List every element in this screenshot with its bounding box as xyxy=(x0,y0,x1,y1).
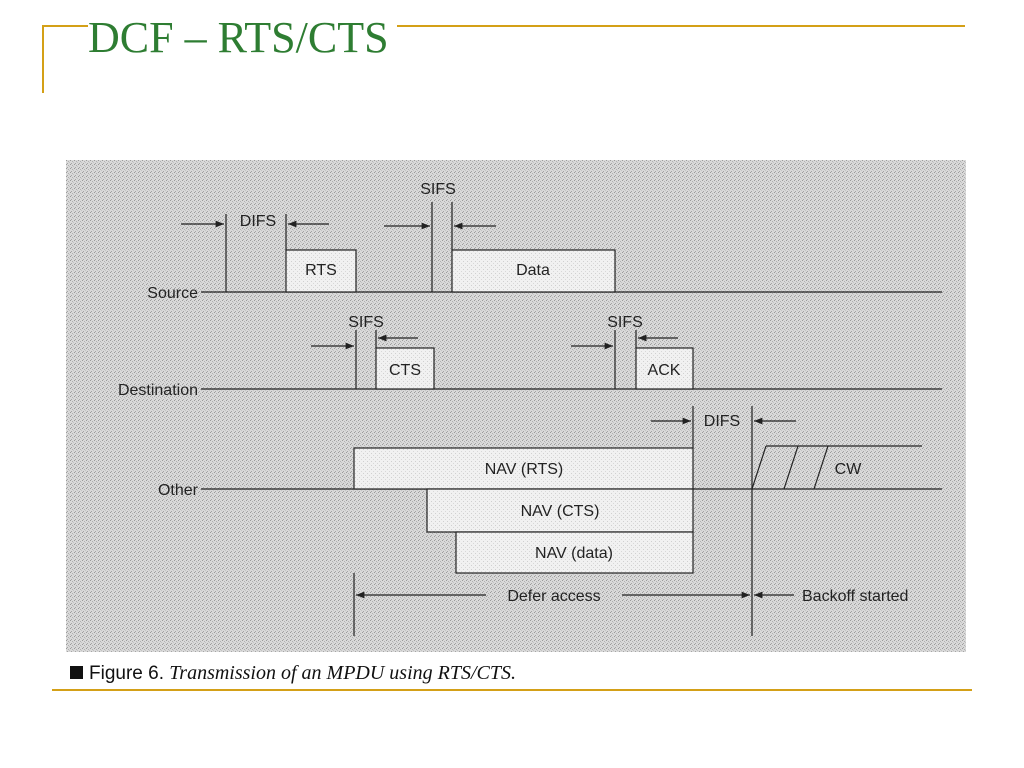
ack-frame xyxy=(635,347,694,390)
nav-rts-bar xyxy=(353,447,694,490)
cw-label: CW xyxy=(835,461,863,478)
sifs-ack-label: SIFS xyxy=(607,314,643,331)
cts-label: CTS xyxy=(389,362,421,379)
figure-background xyxy=(66,160,966,652)
backoff-started-label: Backoff started xyxy=(802,588,908,605)
slide-title: DCF – RTS/CTS xyxy=(88,13,397,63)
cw-slot-1 xyxy=(751,445,767,490)
rts-frame xyxy=(285,249,357,293)
nav-cts-bar xyxy=(426,488,694,533)
data-label: Data xyxy=(516,262,550,279)
difs-source-label: DIFS xyxy=(240,213,276,230)
cw-slot-2 xyxy=(783,445,799,490)
cts-frame xyxy=(375,347,435,390)
figure-image: Source Destination Other RTS Data CTS AC… xyxy=(66,160,966,652)
caption-lead: Figure 6. xyxy=(89,663,164,684)
caption-square-icon xyxy=(70,666,83,679)
timing-diagram: Source Destination Other RTS Data CTS AC… xyxy=(66,160,966,652)
nav-rts-label: NAV (RTS) xyxy=(485,461,564,478)
figure-caption: Figure 6. Transmission of an MPDU using … xyxy=(70,660,516,687)
left-rule xyxy=(42,25,44,93)
rts-label: RTS xyxy=(305,262,337,279)
data-frame xyxy=(451,249,616,293)
sifs-cts-label: SIFS xyxy=(348,314,384,331)
difs-other-label: DIFS xyxy=(704,413,740,430)
row-label-destination: Destination xyxy=(118,382,198,399)
bottom-rule xyxy=(52,689,972,691)
nav-data-label: NAV (data) xyxy=(535,545,613,562)
sifs-source-label: SIFS xyxy=(420,181,456,198)
row-label-source: Source xyxy=(147,285,198,302)
row-label-other: Other xyxy=(158,482,199,499)
top-rule xyxy=(42,25,965,27)
defer-access-label: Defer access xyxy=(507,588,600,605)
ack-label: ACK xyxy=(648,362,681,379)
nav-cts-label: NAV (CTS) xyxy=(521,503,600,520)
caption-text: Transmission of an MPDU using RTS/CTS. xyxy=(169,662,516,684)
cw-slot-3 xyxy=(813,445,829,490)
nav-data-bar xyxy=(455,531,694,574)
